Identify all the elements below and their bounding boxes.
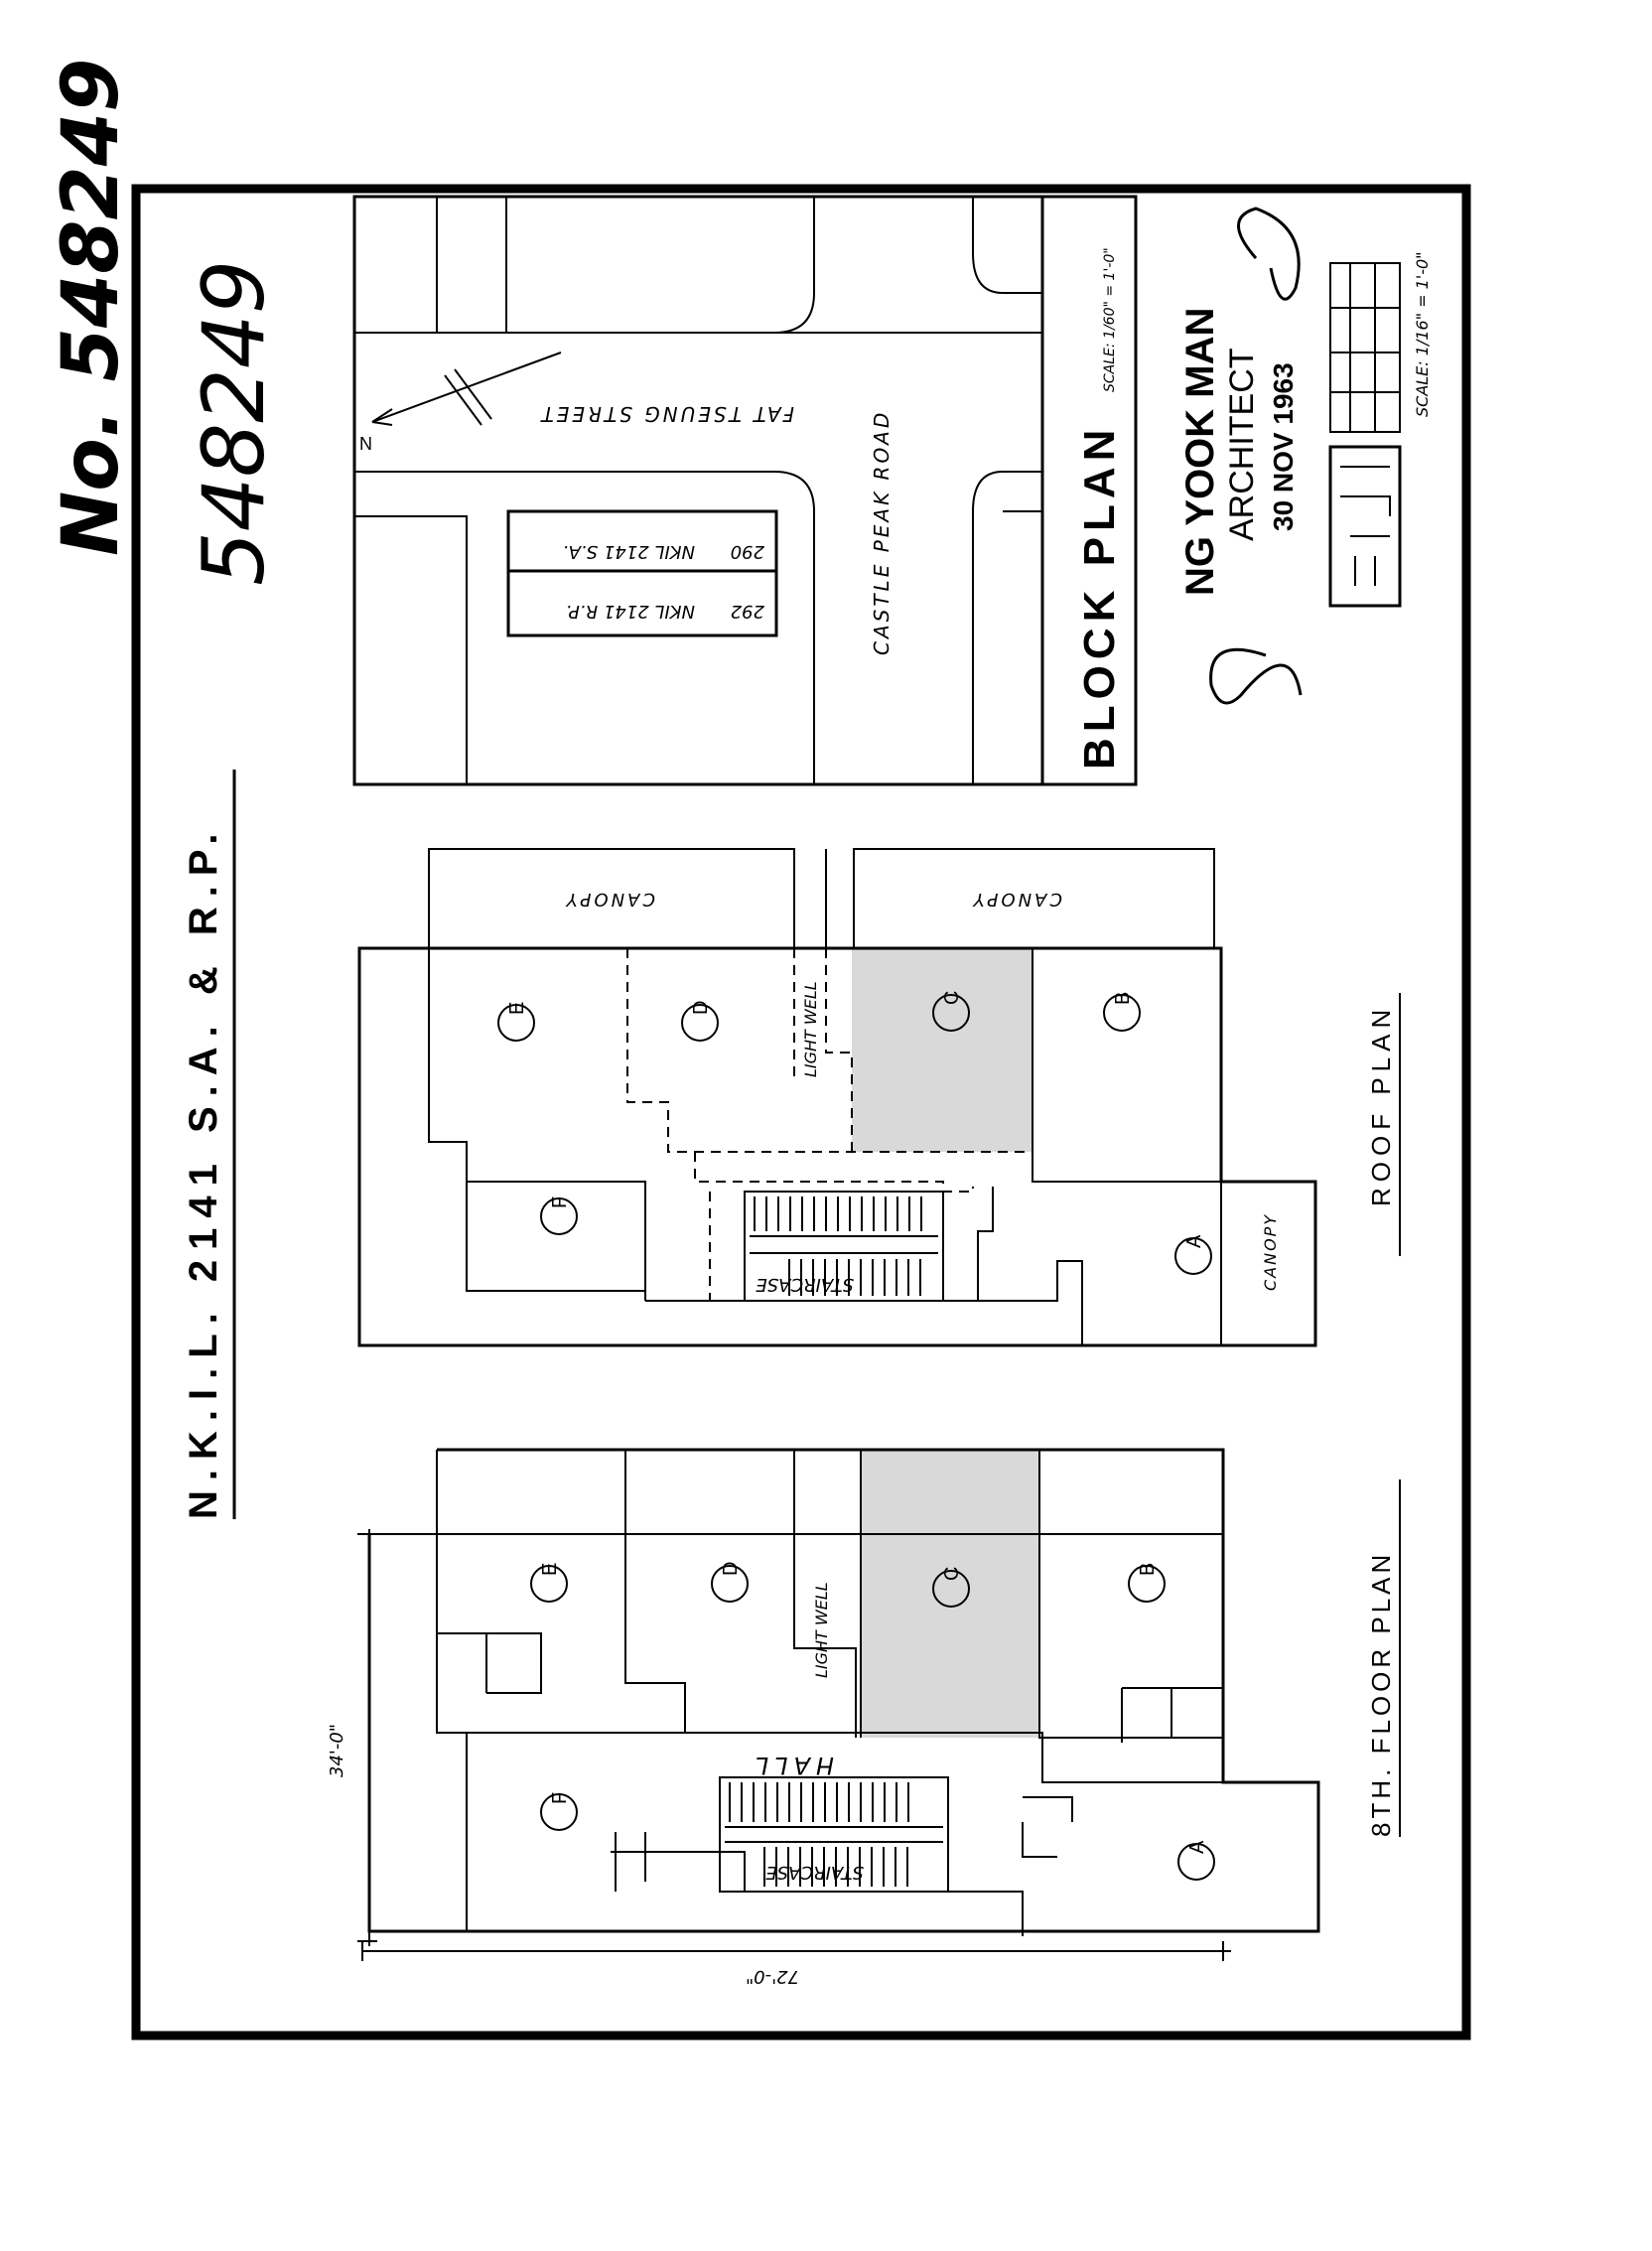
floor-unit-markers: E D C B F A (530, 1562, 1215, 1881)
street-name-fat-tseung: FAT TSEUNG STREET (539, 402, 794, 426)
roof-unit-f: F (549, 1196, 571, 1208)
roof-plan: CANOPY CANOPY STAIRCASE LIGHT WELL CANOP… (357, 848, 1401, 1347)
floor-plan: HALL STAIRCASE LIGHT WELL E D C B F A 34… (327, 1448, 1401, 1987)
block-plan-scale: SCALE: 1/60" = 1'-0" (1102, 247, 1118, 392)
chop-seal-mark (1340, 466, 1391, 586)
signature-scribble (1209, 207, 1303, 705)
architect-name: NG YOOK MAN (1178, 308, 1222, 596)
stamp-date: 30 NOV 1963 (1268, 362, 1299, 531)
floor-unit-d: D (720, 1562, 742, 1576)
floor-dim-depth: 34'-0" (327, 1724, 347, 1777)
north-label: N (359, 433, 372, 453)
roof-staircase (744, 1191, 944, 1302)
floor-unit-e: E (539, 1563, 561, 1576)
architect-title: ARCHITECT (1223, 348, 1261, 541)
handwritten-file-number-2: 548249 (185, 260, 284, 586)
roof-unit-b: B (1112, 992, 1134, 1005)
roof-unit-e: E (506, 1002, 528, 1015)
floor-light-well-label: LIGHT WELL (812, 1582, 831, 1678)
roof-unit-d: D (690, 1001, 712, 1015)
street-name-castle-peak: CASTLE PEAK ROAD (870, 410, 894, 655)
floor-staircase-label: STAIRCASE (765, 1862, 864, 1883)
roof-unit-a: A (1183, 1234, 1205, 1248)
roof-shaded-area (852, 948, 1032, 1152)
handwritten-file-number: No. 548249 (47, 59, 136, 556)
roof-unit-c: C (941, 991, 963, 1005)
floor-unit-c: C (941, 1567, 963, 1581)
lot-a-number: 290 (731, 541, 764, 562)
lot-outline (506, 509, 778, 637)
dimension-line-depth (357, 1529, 377, 1946)
registration-grid (1329, 262, 1401, 433)
chop-seal (1328, 445, 1402, 608)
roof-light-well-label: LIGHT WELL (801, 981, 820, 1077)
roof-canopy-a (1220, 1181, 1316, 1346)
floor-plan-title: 8TH. FLOOR PLAN (1366, 1551, 1396, 1837)
floor-unit-f: F (549, 1792, 571, 1804)
floor-staircase (719, 1776, 949, 1893)
architect-stamp: NG YOOK MAN ARCHITECT 30 NOV 1963 SCALE:… (1134, 197, 1432, 784)
floor-shaded-area-2 (861, 1554, 1039, 1738)
floor-hall-label: HALL (750, 1752, 834, 1779)
lot-b-label: NKIL 2141 R.P. (566, 601, 695, 622)
block-plan-title: BLOCK PLAN (1075, 424, 1124, 770)
floor-unit-a: A (1186, 1840, 1208, 1854)
dimension-line-width (361, 1941, 1231, 1961)
floor-shaded-area-1 (861, 1450, 1039, 1554)
block-plan-frame (352, 195, 1138, 786)
roof-staircase-label: STAIRCASE (756, 1274, 854, 1295)
floor-unit-b: B (1137, 1563, 1159, 1576)
roof-canopy-label-3: CANOPY (1261, 1213, 1280, 1291)
roof-canopy-label-1: CANOPY (564, 889, 655, 910)
sheet-border (131, 184, 1471, 2040)
floor-outline (367, 1448, 1320, 1933)
lot-a-label: NKIL 2141 S.A. (563, 541, 695, 562)
roof-unit-markers: E D C B F A (497, 991, 1212, 1275)
roof-canopy-label-2: CANOPY (971, 889, 1062, 910)
floor-dim-width: 72'-0" (746, 1966, 799, 1987)
lot-b-number: 292 (731, 601, 764, 622)
block-plan: NKIL 2141 S.A. 290 NKIL 2141 R.P. 292 FA… (352, 195, 1138, 786)
roof-plan-title: ROOF PLAN (1366, 1004, 1396, 1206)
floor-plan-scale: SCALE: 1/16" = 1'-0" (1413, 251, 1432, 417)
lot-title: N.K.I.L. 2141 S.A. & R.P. (182, 823, 225, 1519)
north-arrow-icon: N (359, 352, 562, 453)
